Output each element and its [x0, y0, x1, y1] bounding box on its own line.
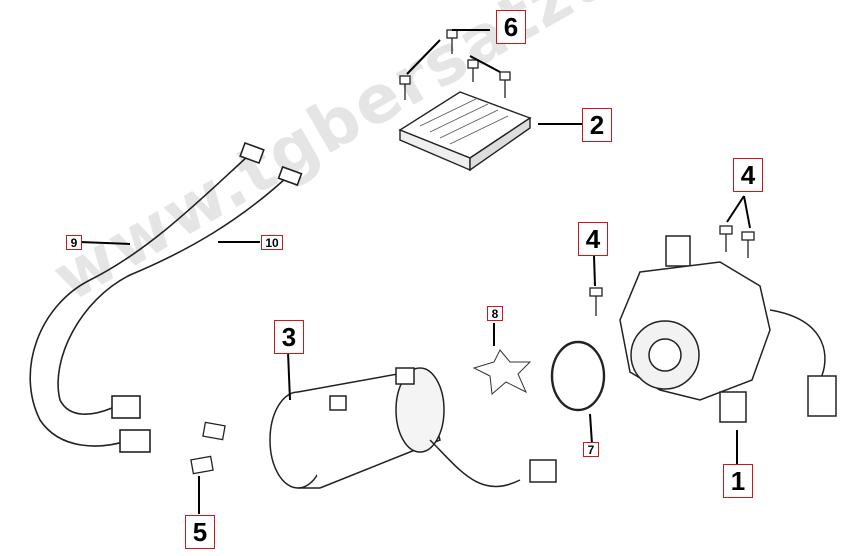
callout-2: 2: [582, 108, 612, 142]
callout-4-left: 4: [578, 222, 608, 256]
callout-5: 5: [185, 515, 215, 549]
o-ring: [550, 340, 606, 412]
ecu-unit: [398, 91, 532, 172]
wiring-harness: [29, 141, 303, 453]
leader-lines: [79, 123, 751, 514]
callout-1: 1: [723, 464, 753, 498]
unit-bolts: [589, 225, 755, 316]
transmission-unit: [619, 235, 837, 423]
starter-motor: [269, 367, 557, 489]
coupler-star: [472, 349, 532, 395]
callout-6: 6: [496, 10, 526, 44]
callout-3: 3: [274, 320, 304, 354]
callout-9: 9: [66, 235, 82, 250]
callout-8: 8: [487, 306, 503, 321]
small-sensor: [190, 421, 226, 475]
callout-4-right: 4: [733, 158, 763, 192]
bolt-leader-lines: [406, 29, 501, 75]
callout-7: 7: [583, 442, 599, 457]
callout-10: 10: [261, 235, 283, 250]
